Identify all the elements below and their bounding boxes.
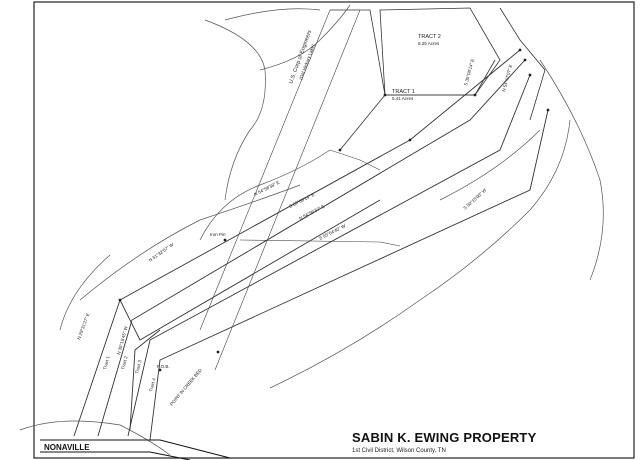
side-tract-1: Tract 1 — [102, 355, 111, 370]
tract-2-acres: 5.25 Acres — [418, 41, 440, 46]
pob-label: P.O.B. — [157, 364, 170, 369]
boundary-call: S 55°04'40" W — [318, 223, 347, 241]
road-name-label: NONAVILLE — [44, 443, 90, 452]
creek-point-label: POINT IN CREEK BED — [169, 367, 203, 407]
side-tract-3: Tract 3 — [134, 359, 143, 374]
boundary-call: S 35°08'14" E — [463, 58, 475, 86]
iron-pin-label: Iron Pin — [210, 232, 226, 237]
boundary-call: N 35°15'45" W — [116, 325, 129, 355]
tract-lines — [73, 49, 549, 441]
property-subtitle: 1st Civil District, Wilson County, TN — [352, 448, 446, 454]
property-title: SABIN K. EWING PROPERTY — [352, 430, 537, 445]
upper-tracts — [330, 7, 546, 151]
boundary-call: S 50°15'00" W — [462, 187, 487, 211]
creek-lines — [19, 4, 604, 456]
tract-1-acres: 5.41 Acres — [392, 96, 414, 101]
sheet-border — [33, 1, 635, 459]
corner-pins — [118, 48, 550, 372]
boundary-call: N 54°56'37" E — [298, 204, 325, 221]
boundary-call: N 31°32'57" W — [148, 242, 175, 263]
boundary-call: S 69°09'14" E — [288, 192, 315, 209]
tract-2-name: TRACT 2 — [418, 34, 441, 40]
side-tract-4: Tract 4 — [148, 377, 157, 392]
cross-lines — [199, 9, 401, 371]
tract-1-name: TRACT 1 — [392, 89, 415, 95]
road-lines — [40, 439, 231, 460]
title-block: SABIN K. EWING PROPERTY 1st Civil Distri… — [352, 430, 602, 454]
boundary-call: N 54°47'07" E — [501, 64, 513, 92]
boundary-call: N 29°31'27" E — [76, 312, 90, 340]
side-tract-2: Tract 2 — [120, 355, 129, 370]
